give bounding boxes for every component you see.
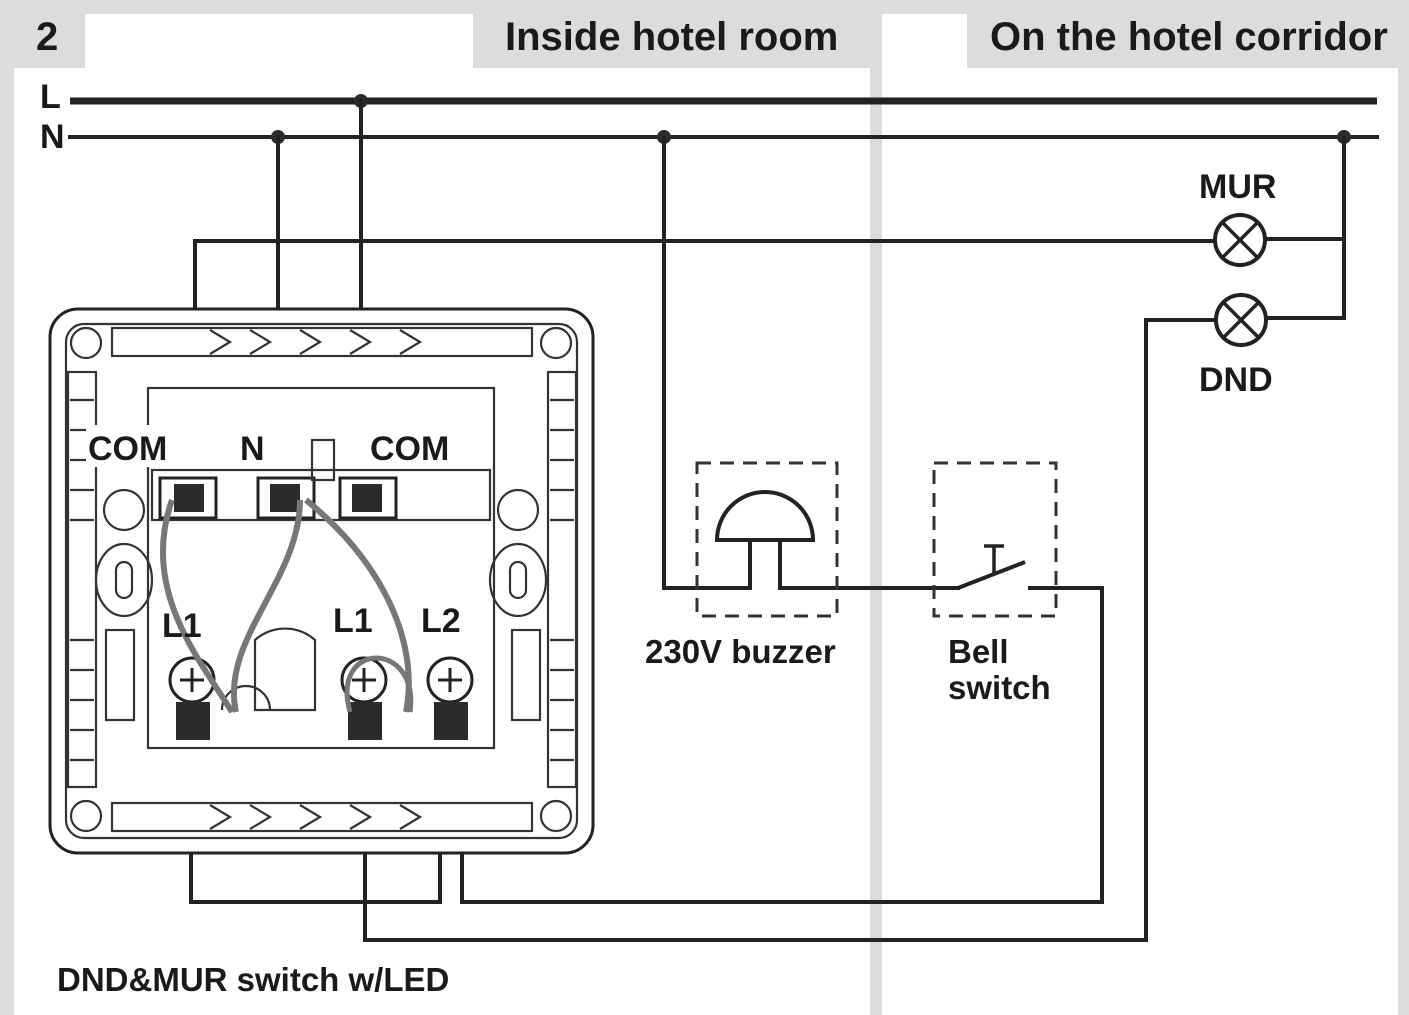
- bell-switch-label-line1: Bell: [948, 633, 1009, 670]
- diagram-caption: DND&MUR switch w/LED: [57, 961, 449, 998]
- buzzer-enclosure: [695, 461, 839, 618]
- mur-lamp-icon: [1213, 213, 1267, 267]
- n-label-bg: [236, 425, 276, 467]
- terminal-label-com-right: COM: [370, 430, 449, 468]
- wire-neutral-to-dnd: [1264, 135, 1346, 320]
- com-right-label-bg: [368, 425, 462, 467]
- terminal-label-n: N: [240, 430, 265, 468]
- step-number: 2: [36, 15, 58, 59]
- jumper-wires: [159, 497, 414, 714]
- terminal-label-l2: L2: [421, 602, 461, 640]
- switch-module: [48, 307, 595, 855]
- wire-buzzer-to-bell: [778, 536, 960, 590]
- com-left-label-bg: [86, 425, 180, 467]
- mur-lamp-label: MUR: [1199, 168, 1276, 206]
- wire-neutral-to-buzzer: [662, 135, 752, 590]
- bell-switch-icon: [957, 544, 1026, 590]
- section-room-title: Inside hotel room: [505, 15, 838, 59]
- terminal-label-l1-right: L1: [333, 602, 373, 640]
- section-corridor-title: On the hotel corridor: [990, 15, 1388, 59]
- terminal-label-l1-left: L1: [162, 607, 202, 645]
- bell-switch-enclosure: [932, 461, 1058, 618]
- terminal-label-com-left: COM: [88, 430, 167, 468]
- buzzer-label: 230V buzzer: [645, 633, 836, 670]
- wire-dnd-lamp-to-l1: [363, 318, 1218, 942]
- bell-switch-label-line2: switch: [948, 669, 1051, 706]
- live-line-label: L: [40, 78, 61, 116]
- neutral-line-label: N: [40, 118, 65, 156]
- buzzer-icon: [714, 490, 816, 542]
- dnd-lamp-icon: [1214, 293, 1268, 347]
- dnd-lamp-label: DND: [1199, 361, 1273, 399]
